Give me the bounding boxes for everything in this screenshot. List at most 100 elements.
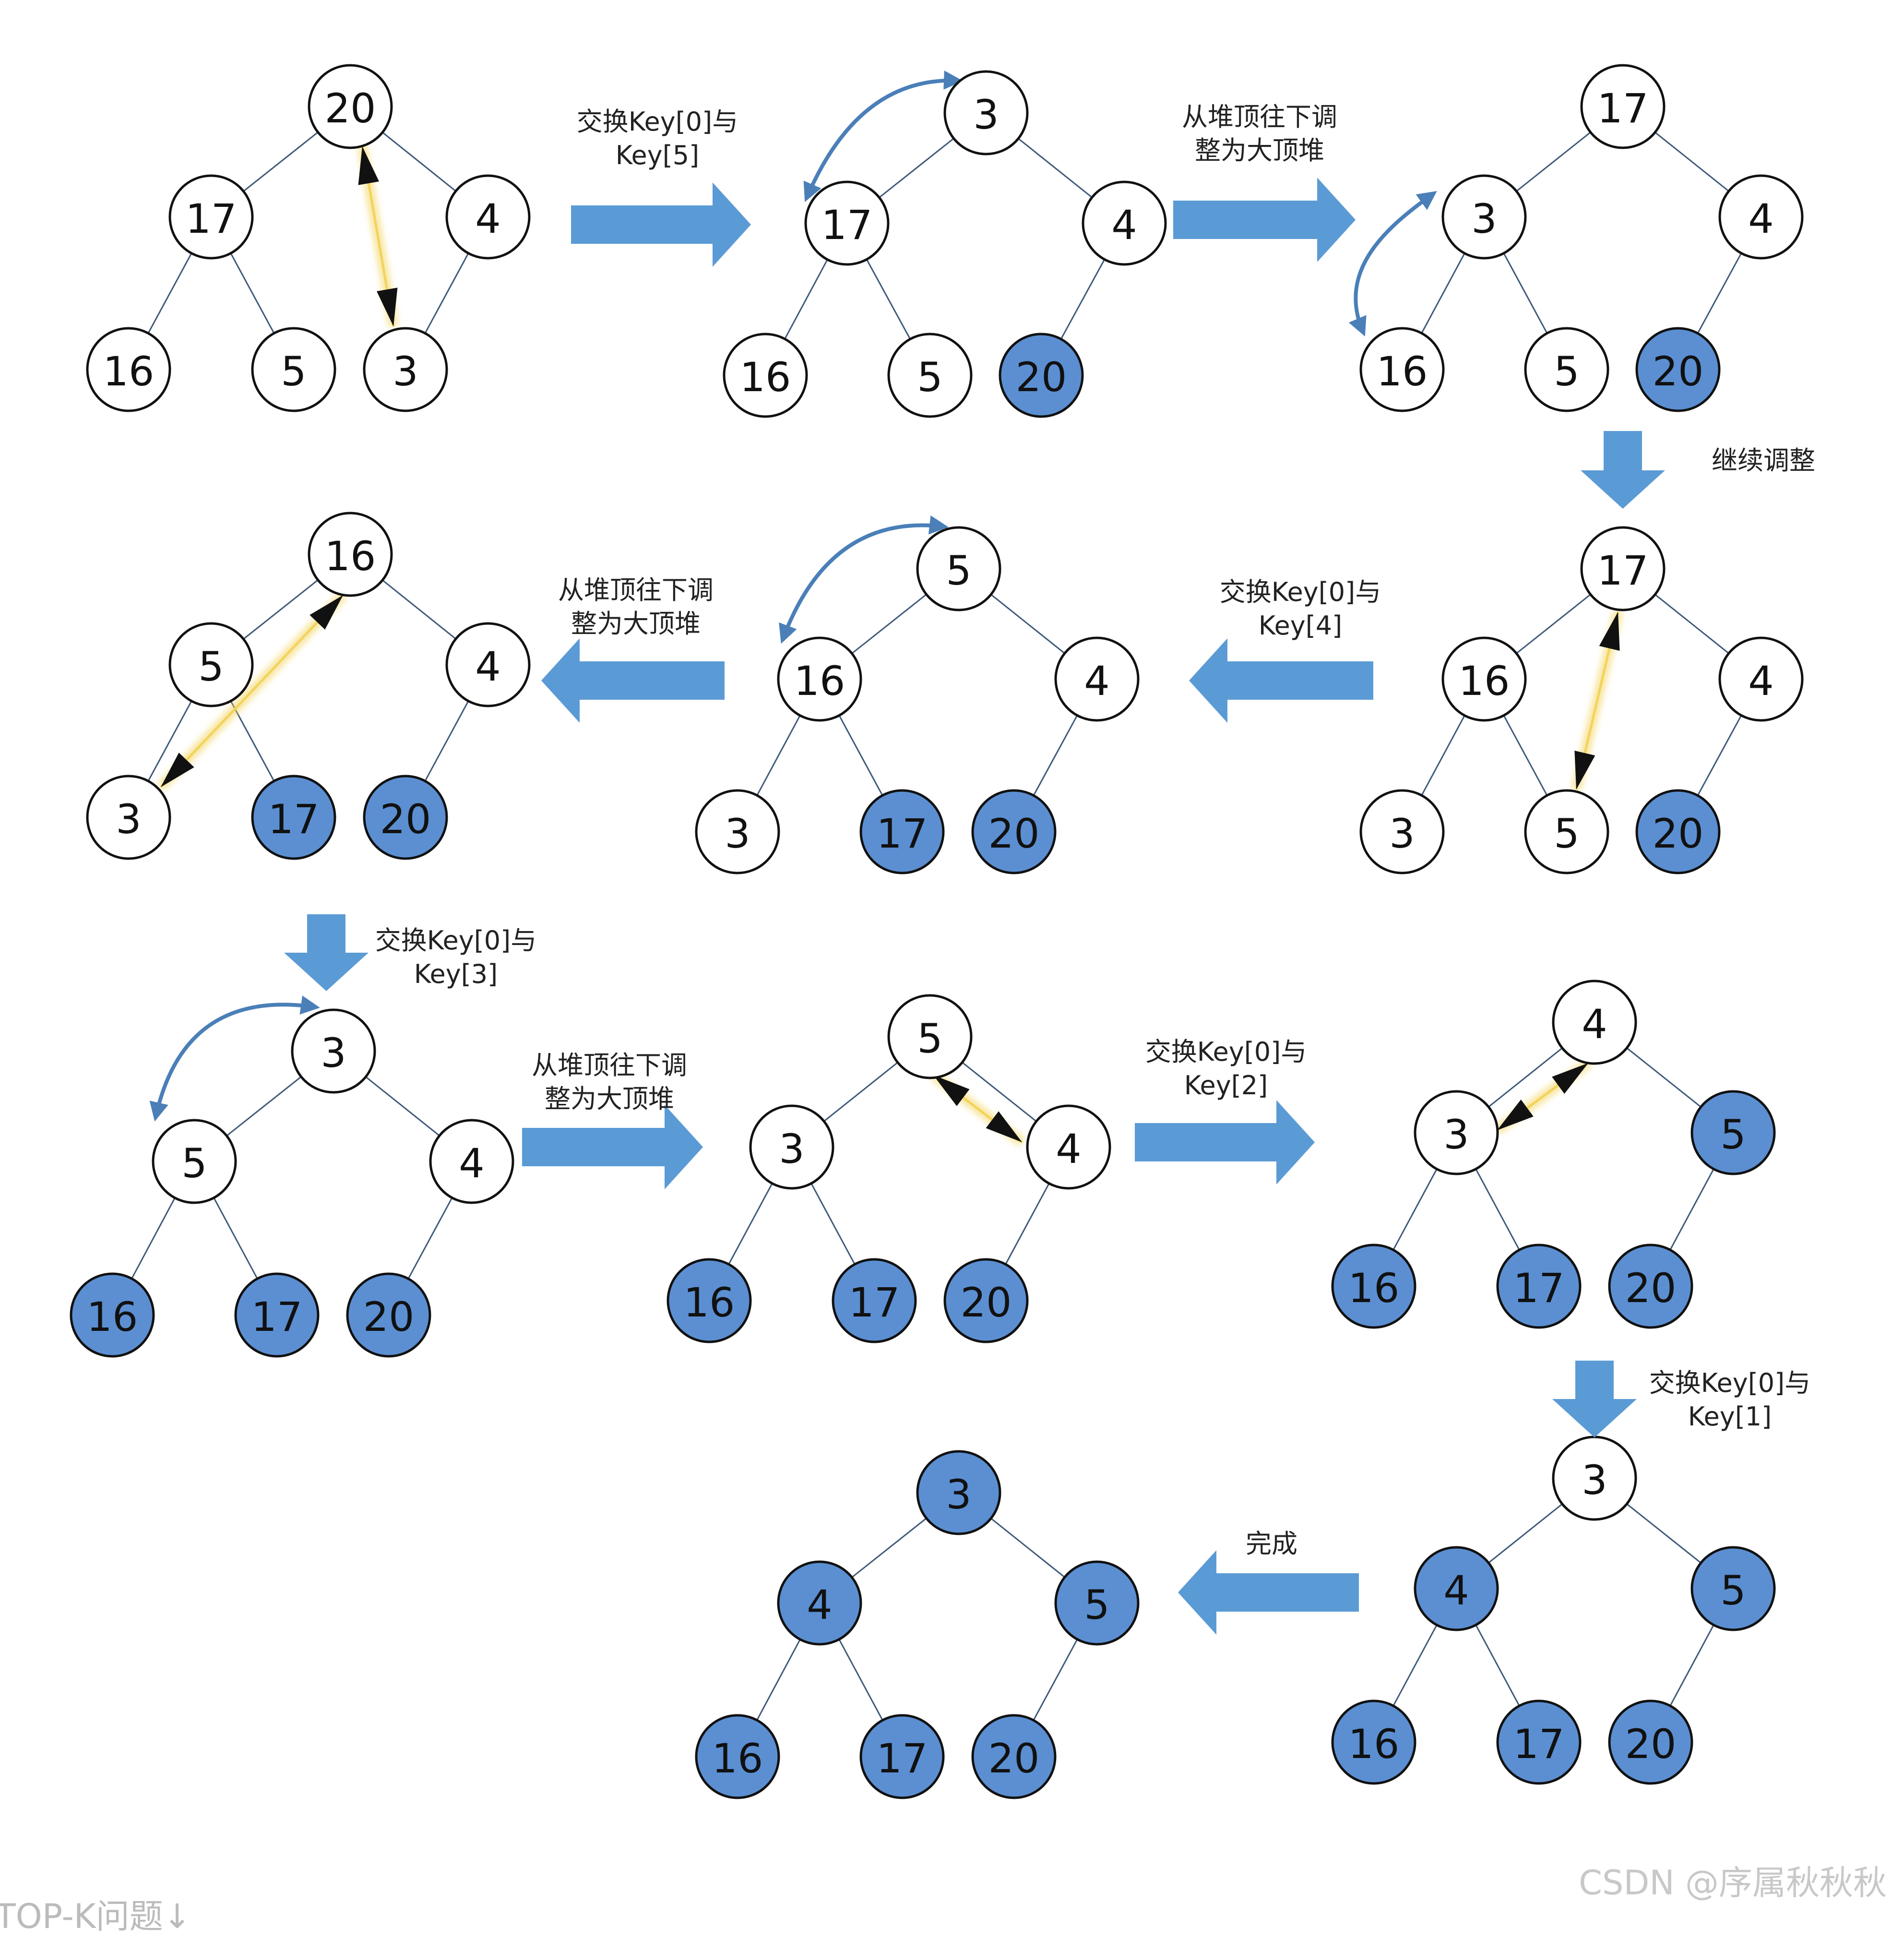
swap-arrow [157,591,347,791]
tree-node: 20 [971,1714,1057,1799]
node-circle [291,1008,376,1094]
tree-node: 3 [943,70,1029,156]
swap-arrowhead [377,287,398,326]
node-circle [777,636,862,722]
tree-node: 16 [1331,1699,1416,1785]
node-value: 5 [1720,1567,1746,1614]
tree-node: 4 [1026,1104,1111,1190]
node-circle [1580,526,1666,611]
node-value: 5 [1720,1111,1746,1158]
label-continue: 继续调整 [1712,445,1815,476]
node-circle [1441,174,1527,260]
tree-node: 4 [1082,180,1167,266]
tree-edge [810,1183,856,1265]
node-value: 20 [1625,1721,1677,1768]
tree-node: 4 [777,1560,862,1646]
step-arrows [284,178,1665,1635]
tree-edge [382,579,456,640]
tree-edge [147,700,192,782]
swap-arrowhead [358,146,379,185]
curved-arrow [779,515,949,644]
node-circle [1635,789,1721,874]
node-value: 16 [712,1735,763,1782]
tree-node: 4 [1414,1546,1499,1631]
node-value: 16 [794,658,845,705]
node-value: 16 [1348,1265,1400,1312]
node-circle [1496,1244,1582,1329]
cutoff-caption: TOP-K问题↓ [0,1897,191,1936]
node-value: 17 [1597,547,1649,594]
tree-node: 3 [916,1450,1001,1535]
node-value: 17 [821,202,873,249]
node-circle [251,327,336,412]
tree-edge [226,1076,302,1136]
tree-node: 5 [251,327,336,412]
tree-node: 3 [1552,1436,1637,1521]
swap-line [160,594,344,788]
node-circle [363,775,448,860]
node-value: 17 [1597,85,1649,132]
step-arrow-right [1135,1100,1315,1184]
tree-edge [1488,1503,1563,1564]
tree-edge [1669,1169,1714,1250]
tree-edge [990,1518,1065,1578]
tree-edge [728,1183,773,1265]
tree-node: 16 [1331,1244,1416,1329]
tree-edge [1697,252,1742,334]
node-value: 3 [1389,810,1415,857]
swap-arrowhead [1599,612,1620,651]
tree-node: 20 [971,789,1057,874]
tree-node: 3 [86,775,171,860]
tree-node: 17 [1580,64,1666,149]
node-circle [308,64,393,149]
tree-node: 5 [1524,789,1609,874]
tree-edge [230,700,275,782]
node-circle [86,775,171,860]
node-circle [916,526,1001,611]
label-line: 交换Key[0]与 [1145,1037,1307,1067]
tree-node: 20 [1608,1699,1693,1785]
tree-node: 3 [1359,789,1445,874]
tree-node: 20 [346,1272,431,1358]
node-circle [308,512,393,597]
tree-node: 20 [1635,327,1721,412]
tree-node: 17 [832,1258,917,1343]
tree-edge [1421,715,1465,796]
node-value: 20 [1653,348,1704,395]
tree-node: 20 [1608,1244,1693,1329]
node-value: 17 [877,1735,928,1782]
node-value: 5 [1554,810,1579,857]
swap-arrowhead [986,1111,1022,1142]
step-arrow-right [522,1105,703,1189]
node-value: 3 [1443,1111,1469,1158]
node-circle [86,327,171,412]
node-circle [777,1560,862,1646]
label-line: Key[2] [1184,1070,1268,1101]
node-value: 17 [268,796,320,843]
label-heapify-1: 从堆顶往下调 整为大顶堆 [1182,102,1337,166]
swap-arrowhead [1574,751,1595,790]
node-value: 4 [475,195,500,242]
swap-arrow [1494,1059,1592,1135]
tree-node: 17 [859,789,945,874]
tree-node: 3 [695,789,780,874]
node-circle [971,1714,1057,1799]
label-line: 交换Key[0]与 [375,925,536,956]
node-value: 17 [1513,1265,1565,1312]
swap-arrow [1571,610,1623,791]
curved-arrow [803,70,963,203]
label-swap-1: 交换Key[0]与 Key[1] [1649,1368,1810,1432]
step-arrow-left [1178,1550,1359,1635]
tree-node: 3 [1414,1090,1499,1175]
node-value: 3 [393,348,418,395]
tree-edge [838,1639,883,1721]
node-value: 4 [475,643,500,690]
tree-node: 4 [429,1119,514,1204]
node-circle [1608,1244,1693,1329]
tree-node: 4 [1054,636,1140,722]
node-circle [887,994,973,1079]
node-circle [1026,1104,1111,1190]
tree-node: 20 [999,333,1084,418]
node-circle [1414,1090,1499,1175]
